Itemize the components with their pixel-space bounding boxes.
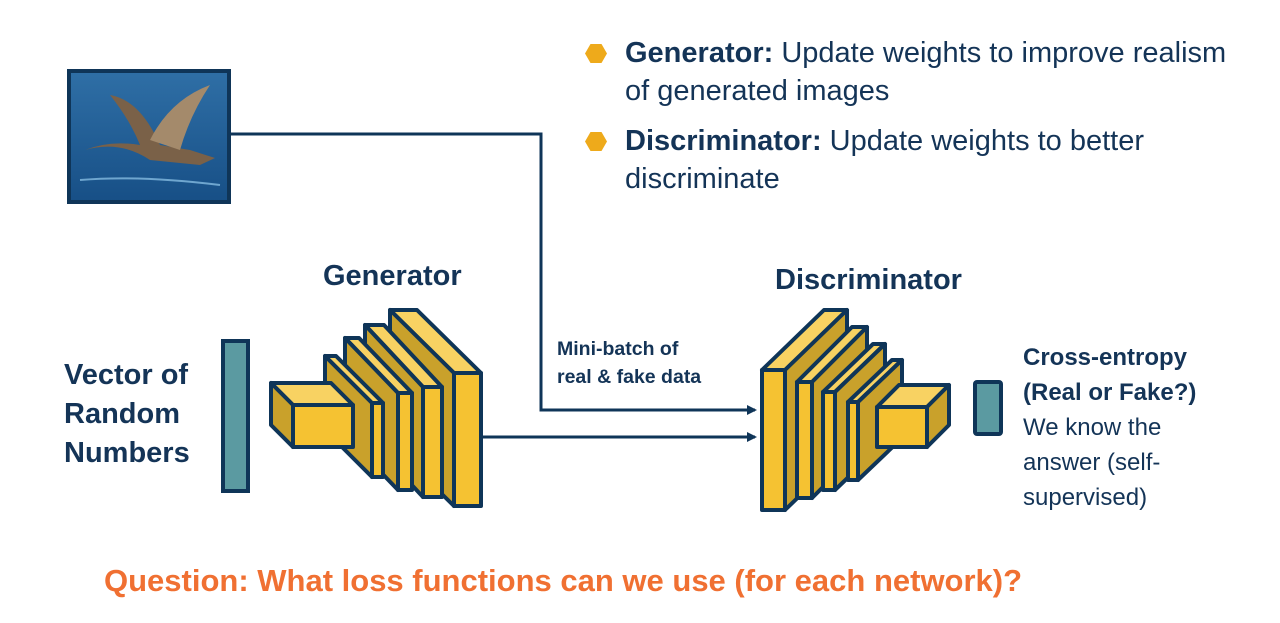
bullet-generator: Generator: Update weights to improve rea… [585, 34, 1245, 110]
generator-heading: Generator [323, 260, 462, 292]
discriminator-network [760, 308, 951, 512]
hexagon-bullet-icon [585, 132, 607, 151]
input-label-line: Vector of [64, 359, 189, 391]
minibatch-label: Mini-batch of real & fake data [557, 335, 701, 391]
bullet-list: Generator: Update weights to improve rea… [585, 34, 1245, 210]
generator-network [269, 308, 483, 508]
generator-layer-3-front-face [396, 391, 414, 492]
input-label-line: Numbers [64, 437, 190, 469]
generator-layer-1-front-face [452, 371, 483, 508]
generator-layer-4-front-face [370, 401, 385, 479]
output-bar [973, 380, 1003, 436]
generator-layer-5-front-face [291, 403, 355, 449]
discriminator-layer-5-front-face [875, 405, 929, 449]
output-note-line: supervised) [1023, 484, 1148, 511]
output-note-line: answer (self- [1023, 449, 1161, 476]
output-title-line: Cross-entropy [1023, 344, 1188, 371]
minibatch-label-line: real & fake data [557, 366, 702, 388]
input-label-line: Random [64, 398, 180, 430]
minibatch-label-line: Mini-batch of [557, 338, 679, 360]
output-note-line: We know the [1023, 414, 1162, 441]
discriminator-layer-4-front-face [846, 400, 860, 482]
discriminator-layer-1-front-face [760, 368, 787, 512]
generator-layer-2-front-face [421, 385, 444, 499]
real-data-arrow [230, 132, 757, 415]
bullet-discriminator: Discriminator: Update weights to better … [585, 122, 1245, 198]
discriminator-layer-3-front-face [821, 390, 837, 492]
real-image-pelican [67, 69, 231, 204]
discriminator-heading: Discriminator [775, 264, 962, 296]
output-label: Cross-entropy (Real or Fake?) We know th… [1023, 340, 1196, 515]
question-text: Question: What loss functions can we use… [104, 563, 1023, 598]
output-title-line: (Real or Fake?) [1023, 379, 1197, 406]
input-label: Vector of Random Numbers [64, 356, 190, 473]
random-vector-bar [221, 339, 250, 493]
discriminator-layer-2-front-face [795, 380, 814, 500]
hexagon-bullet-icon [585, 44, 607, 63]
